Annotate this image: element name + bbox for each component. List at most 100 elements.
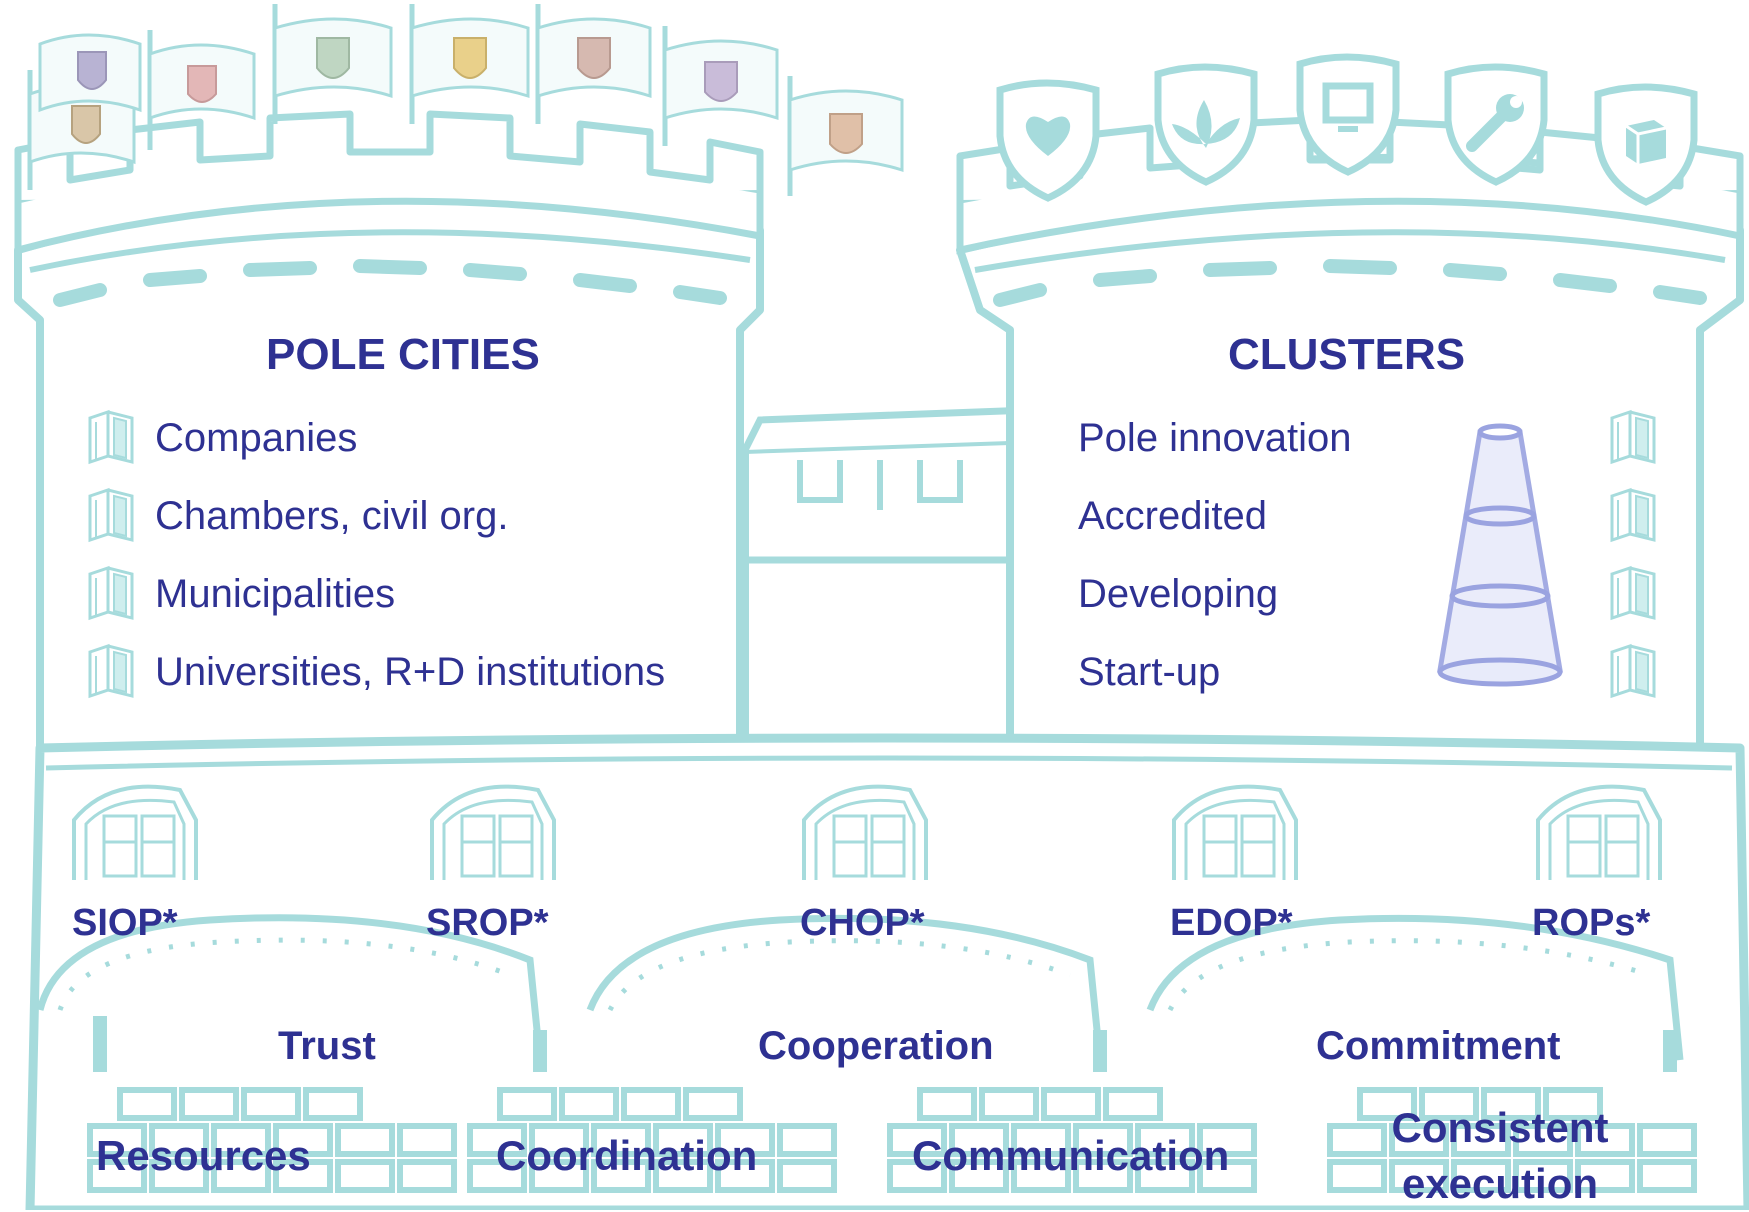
cluster-cone [1437, 423, 1563, 687]
monitor-icon [1296, 53, 1400, 176]
brick [1419, 1087, 1479, 1121]
brick [1197, 1123, 1257, 1157]
brick [1103, 1087, 1163, 1121]
brick [949, 1123, 1009, 1157]
right-tower [956, 53, 1744, 754]
flags [27, 4, 904, 196]
brick [1011, 1123, 1071, 1157]
brick [87, 1123, 147, 1157]
brick [979, 1087, 1039, 1121]
brick [529, 1159, 589, 1193]
brick [683, 1087, 743, 1121]
brick [335, 1159, 395, 1193]
cluster-shields [996, 53, 1698, 206]
programme-label: ROPs* [1532, 902, 1651, 944]
brick [653, 1123, 713, 1157]
brick [149, 1159, 209, 1193]
clusters-item: Pole innovation [1078, 416, 1352, 460]
foundation-label: Resources [96, 1132, 311, 1179]
heart-icon [996, 79, 1100, 202]
clusters-item: Start-up [1078, 650, 1221, 694]
brick [1513, 1123, 1573, 1157]
value-label: Cooperation [758, 1024, 994, 1068]
brick [1637, 1159, 1697, 1193]
brick [715, 1123, 775, 1157]
brick [559, 1087, 619, 1121]
central-tower [741, 406, 1044, 774]
brick [1543, 1087, 1603, 1121]
brick [777, 1159, 837, 1193]
clusters-item: Accredited [1078, 494, 1267, 538]
brick [591, 1123, 651, 1157]
brick [887, 1123, 947, 1157]
brick [1011, 1159, 1071, 1193]
pole-cities-item: Municipalities [155, 572, 396, 616]
brick [777, 1123, 837, 1157]
brick [241, 1087, 301, 1121]
foundation-bricks [87, 1087, 1697, 1193]
brick [1197, 1159, 1257, 1193]
brick [211, 1123, 271, 1157]
brick [273, 1159, 333, 1193]
brick [497, 1087, 557, 1121]
programme-label: EDOP* [1170, 902, 1293, 944]
foundation-label: Consistent execution [1391, 1104, 1609, 1207]
brick [273, 1123, 333, 1157]
brick [529, 1123, 589, 1157]
brick [1327, 1123, 1387, 1157]
brick [917, 1087, 977, 1121]
brick [179, 1087, 239, 1121]
brick [653, 1159, 713, 1193]
brick [1513, 1159, 1573, 1193]
clusters-title: CLUSTERS [1228, 330, 1466, 379]
brick [887, 1159, 947, 1193]
programme-label: CHOP* [800, 902, 925, 944]
brick [303, 1087, 363, 1121]
brick [621, 1087, 681, 1121]
brick [1073, 1123, 1133, 1157]
brick [1041, 1087, 1101, 1121]
brick [1575, 1123, 1635, 1157]
brick [1135, 1159, 1195, 1193]
brick [1637, 1123, 1697, 1157]
brick [1357, 1087, 1417, 1121]
brick [1481, 1087, 1541, 1121]
pole-cities-item: Companies [155, 416, 358, 460]
brick [211, 1159, 271, 1193]
pole-cities-title: POLE CITIES [266, 330, 540, 379]
brick [87, 1159, 147, 1193]
foundation-label: Communication [912, 1132, 1230, 1179]
brick [335, 1123, 395, 1157]
brick [591, 1159, 651, 1193]
value-label: Trust [278, 1024, 376, 1068]
brick [949, 1159, 1009, 1193]
brick [1135, 1123, 1195, 1157]
programme-label: SIOP* [72, 902, 178, 944]
pole-cities-item: Universities, R+D institutions [155, 650, 666, 694]
castle-base [25, 733, 1749, 1210]
brick [715, 1159, 775, 1193]
brick [397, 1159, 457, 1193]
pole-cities-item: Chambers, civil org. [155, 494, 509, 538]
left-tower [14, 4, 904, 754]
value-label: Commitment [1316, 1024, 1561, 1068]
brick [1327, 1159, 1387, 1193]
foundation-label: Coordination [496, 1132, 758, 1179]
brick [467, 1123, 527, 1157]
brick [149, 1123, 209, 1157]
clusters-item: Developing [1078, 572, 1279, 616]
brick [467, 1159, 527, 1193]
brick [397, 1123, 457, 1157]
leaves-icon [1154, 63, 1258, 186]
brick [1389, 1159, 1449, 1193]
programme-label: SROP* [426, 902, 549, 944]
brick [1451, 1159, 1511, 1193]
brick [117, 1087, 177, 1121]
brick [1073, 1159, 1133, 1193]
wrench-icon [1444, 63, 1548, 186]
brick [1575, 1159, 1635, 1193]
brick [1389, 1123, 1449, 1157]
cube-icon [1594, 83, 1698, 206]
